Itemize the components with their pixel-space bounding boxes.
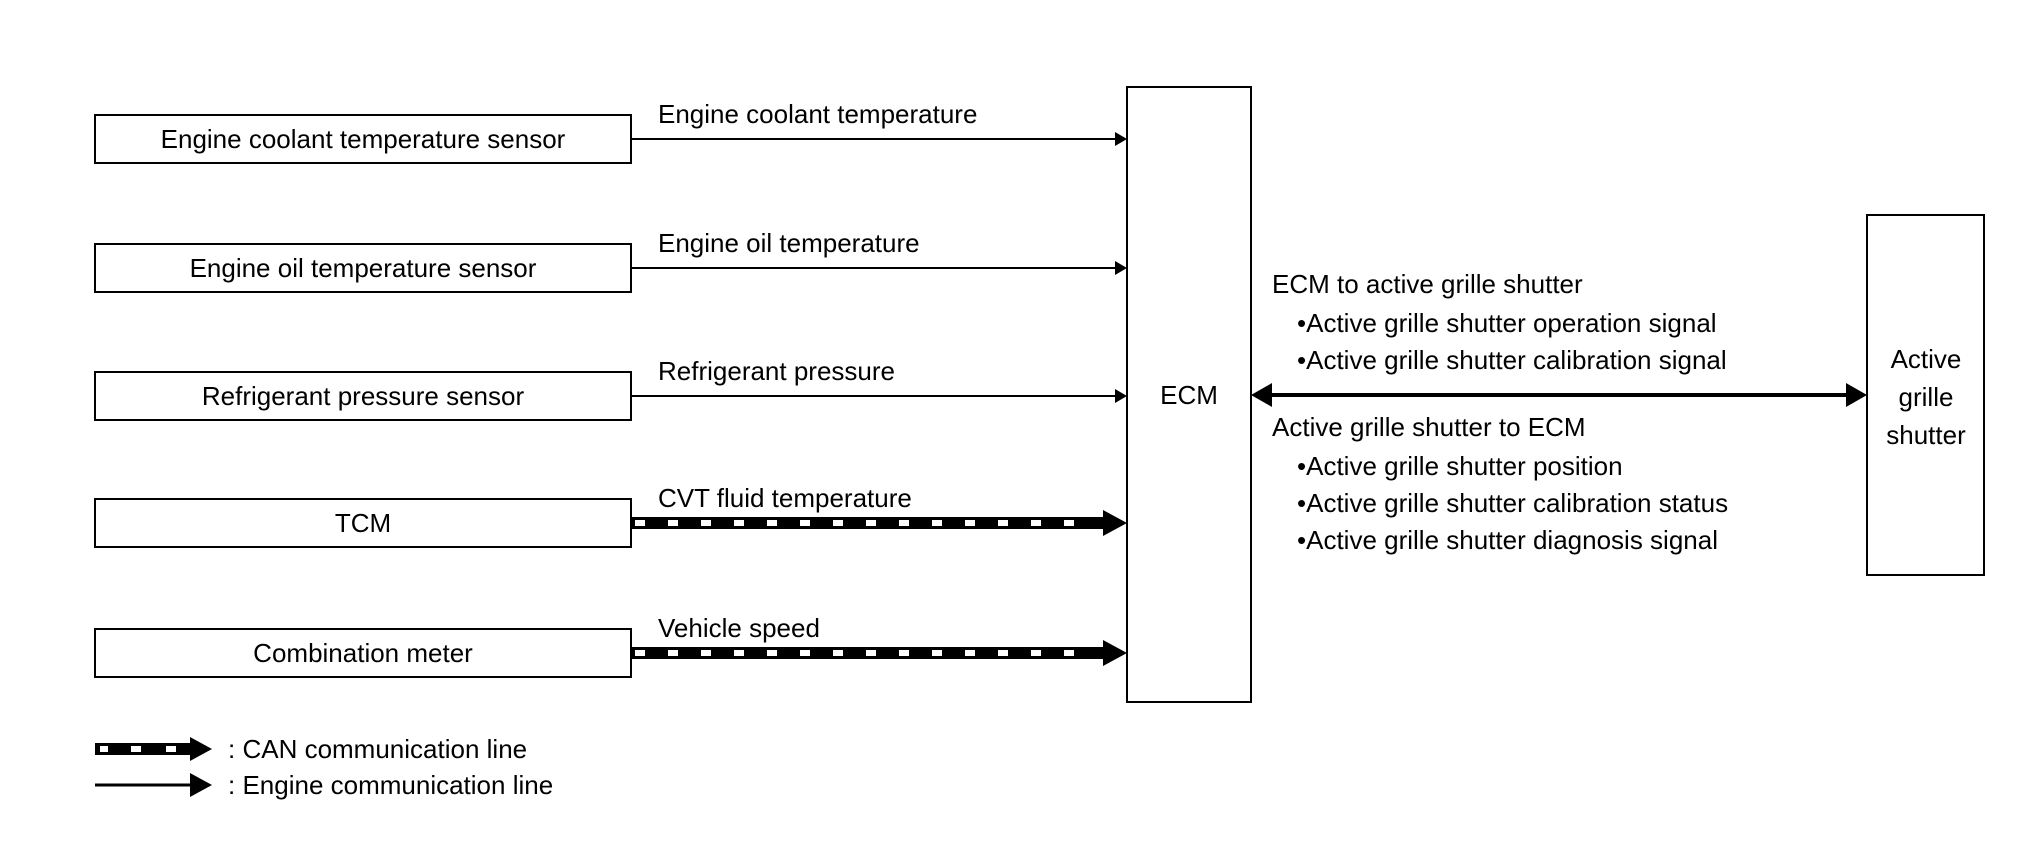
legend-engine-line-icon bbox=[95, 773, 212, 797]
arrowhead-icon bbox=[1103, 510, 1127, 536]
shutter-label-line-2: grille bbox=[1899, 382, 1954, 412]
source-label: Engine oil temperature sensor bbox=[190, 253, 537, 283]
engine-line bbox=[631, 132, 1127, 146]
active-grille-shutter-box bbox=[1866, 214, 1985, 576]
ecm-to-shutter-bullets: •Active grille shutter operation signal•… bbox=[1297, 308, 1727, 375]
legend: : CAN communication line : Engine commun… bbox=[95, 734, 553, 800]
source-box bbox=[94, 114, 632, 164]
can-line bbox=[631, 640, 1127, 666]
can-line bbox=[631, 510, 1127, 536]
bullet-item: •Active grille shutter calibration signa… bbox=[1297, 345, 1727, 375]
arrowhead-left-icon bbox=[1251, 383, 1272, 407]
legend-engine-label: : Engine communication line bbox=[228, 770, 553, 800]
bullet-item: •Active grille shutter operation signal bbox=[1297, 308, 1717, 338]
ecm-label: ECM bbox=[1160, 380, 1218, 410]
bullet-icon: • bbox=[1297, 525, 1306, 555]
source-label: TCM bbox=[335, 508, 391, 538]
signal-label: Engine oil temperature bbox=[658, 228, 920, 258]
source-row: Engine oil temperature sensor Engine oil … bbox=[94, 228, 1127, 293]
source-label: Combination meter bbox=[253, 638, 473, 668]
source-box bbox=[94, 498, 632, 548]
bullet-item: •Active grille shutter calibration statu… bbox=[1297, 488, 1728, 518]
source-row: Combination meter Vehicle speed bbox=[94, 613, 1127, 678]
bullet-icon: • bbox=[1297, 345, 1306, 375]
signal-label: CVT fluid temperature bbox=[658, 483, 912, 513]
shutter-label-line-3: shutter bbox=[1886, 420, 1966, 450]
arrowhead-icon bbox=[1103, 640, 1127, 666]
bullet-item: •Active grille shutter position bbox=[1297, 451, 1623, 481]
signal-label: Vehicle speed bbox=[658, 613, 820, 643]
source-row: Refrigerant pressure sensor Refrigerant p… bbox=[94, 356, 1127, 421]
source-box bbox=[94, 628, 632, 678]
engine-line bbox=[631, 261, 1127, 275]
source-row: TCM CVT fluid temperature bbox=[94, 483, 1127, 548]
shutter-to-ecm-heading: Active grille shutter to ECM bbox=[1272, 412, 1586, 442]
source-box bbox=[94, 243, 632, 293]
signal-label: Refrigerant pressure bbox=[658, 356, 895, 386]
bullet-icon: • bbox=[1297, 451, 1306, 481]
source-label: Refrigerant pressure sensor bbox=[202, 381, 525, 411]
arrowhead-icon bbox=[1115, 389, 1127, 403]
source-label: Engine coolant temperature sensor bbox=[161, 124, 566, 154]
bidirectional-arrow bbox=[1251, 383, 1867, 407]
bullet-icon: • bbox=[1297, 488, 1306, 518]
signal-label: Engine coolant temperature bbox=[658, 99, 977, 129]
shutter-label-line-1: Active bbox=[1891, 344, 1962, 374]
bullet-icon: • bbox=[1297, 308, 1306, 338]
arrowhead-icon bbox=[1115, 132, 1127, 146]
legend-can-label: : CAN communication line bbox=[228, 734, 527, 764]
shutter-to-ecm-bullets: •Active grille shutter position •Active g… bbox=[1297, 451, 1728, 555]
engine-line bbox=[631, 389, 1127, 403]
legend-can-line-icon bbox=[95, 737, 212, 761]
ecm-box bbox=[1126, 86, 1252, 703]
source-box bbox=[94, 371, 632, 421]
bullet-item: •Active grille shutter diagnosis signal bbox=[1297, 525, 1718, 555]
arrowhead-right-icon bbox=[1846, 383, 1867, 407]
arrowhead-icon bbox=[1115, 261, 1127, 275]
source-row: Engine coolant temperature sensor Engine … bbox=[94, 99, 1127, 164]
ecm-to-shutter-heading: ECM to active grille shutter bbox=[1272, 269, 1583, 299]
source-group: Engine coolant temperature sensorEngine … bbox=[94, 99, 1127, 678]
